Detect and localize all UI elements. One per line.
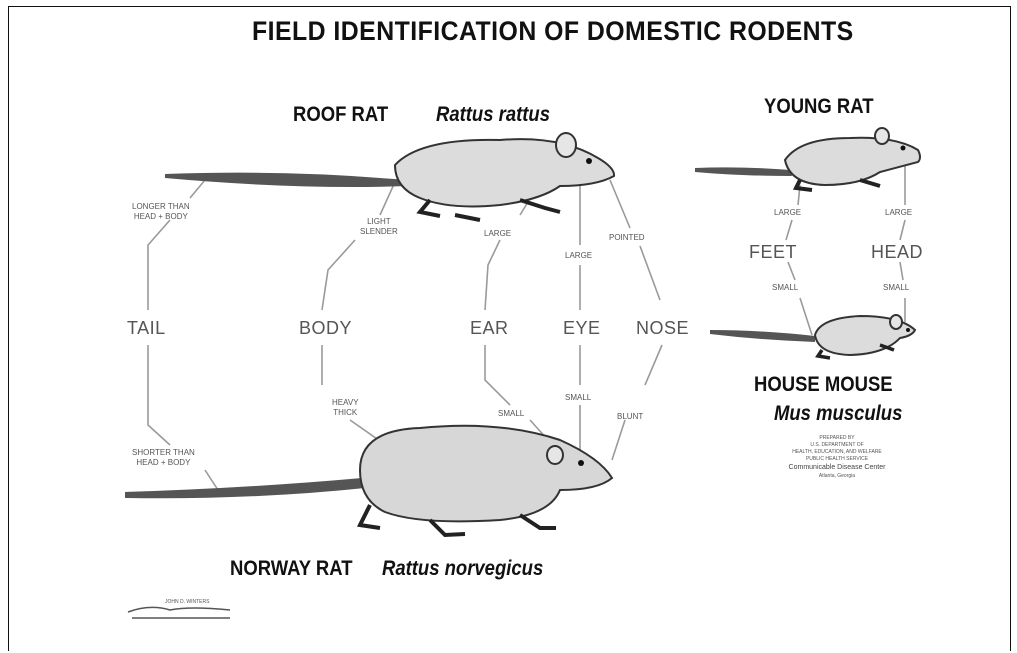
category-body: BODY bbox=[299, 318, 352, 339]
category-nose: NOSE bbox=[636, 318, 689, 339]
norway-ear-trait: SMALL bbox=[498, 409, 524, 419]
roof-rat-scientific-name: Rattus rattus bbox=[436, 103, 550, 127]
roof-nose-trait: POINTED bbox=[609, 233, 645, 243]
norway-tail-trait: SHORTER THAN HEAD + BODY bbox=[132, 448, 195, 468]
roof-body-trait: LIGHT SLENDER bbox=[360, 217, 398, 237]
norway-nose-trait: BLUNT bbox=[617, 412, 643, 422]
house-mouse-scientific-name: Mus musculus bbox=[774, 402, 902, 426]
signature-text: JOHN D. WINTERS bbox=[165, 599, 209, 606]
norway-eye-trait: SMALL bbox=[565, 393, 591, 403]
credits-line4: PUBLIC HEALTH SERVICE bbox=[762, 456, 912, 463]
credits-line5: Communicable Disease Center bbox=[762, 463, 912, 473]
young-rat-illustration bbox=[695, 128, 920, 190]
roof-body-trait-line1: LIGHT bbox=[360, 217, 398, 227]
norway-tail-trait-line2: HEAD + BODY bbox=[132, 458, 195, 468]
category-eye: EYE bbox=[563, 318, 601, 339]
diagram-title: FIELD IDENTIFICATION OF DOMESTIC RODENTS bbox=[252, 16, 854, 47]
norway-body-trait-line1: HEAVY bbox=[332, 398, 359, 408]
norway-body-trait: HEAVY THICK bbox=[332, 398, 359, 418]
house-mouse-illustration bbox=[710, 315, 915, 358]
category-feet: FEET bbox=[749, 242, 797, 263]
credits-line1: PREPARED BY bbox=[762, 435, 912, 442]
young-rat-name: YOUNG RAT bbox=[764, 95, 874, 119]
category-head: HEAD bbox=[871, 242, 923, 263]
mouse-feet-trait: SMALL bbox=[772, 283, 798, 293]
signature-mark bbox=[128, 607, 230, 618]
credits-line3: HEALTH, EDUCATION, AND WELFARE bbox=[762, 449, 912, 456]
roof-eye-trait: LARGE bbox=[565, 251, 592, 261]
category-ear: EAR bbox=[470, 318, 509, 339]
house-mouse-name: HOUSE MOUSE bbox=[754, 373, 893, 397]
mouse-head-trait: SMALL bbox=[883, 283, 909, 293]
roof-tail-trait-line1: LONGER THAN bbox=[132, 202, 190, 212]
norway-rat-scientific-name: Rattus norvegicus bbox=[382, 557, 543, 581]
roof-tail-trait-line2: HEAD + BODY bbox=[132, 212, 190, 222]
young-head-trait: LARGE bbox=[885, 208, 912, 218]
roof-body-trait-line2: SLENDER bbox=[360, 227, 398, 237]
category-tail: TAIL bbox=[127, 318, 166, 339]
credits-line6: Atlanta, Georgia bbox=[762, 473, 912, 480]
norway-rat-illustration bbox=[125, 426, 612, 535]
credits-block: PREPARED BY U.S. DEPARTMENT OF HEALTH, E… bbox=[762, 435, 912, 480]
norway-tail-trait-line1: SHORTER THAN bbox=[132, 448, 195, 458]
credits-line2: U.S. DEPARTMENT OF bbox=[762, 442, 912, 449]
norway-body-trait-line2: THICK bbox=[332, 408, 359, 418]
norway-rat-name: NORWAY RAT bbox=[230, 557, 353, 581]
roof-ear-trait: LARGE bbox=[484, 229, 511, 239]
roof-rat-illustration bbox=[165, 133, 614, 220]
roof-tail-trait: LONGER THAN HEAD + BODY bbox=[132, 202, 190, 222]
young-feet-trait: LARGE bbox=[774, 208, 801, 218]
roof-rat-name: ROOF RAT bbox=[293, 103, 388, 127]
